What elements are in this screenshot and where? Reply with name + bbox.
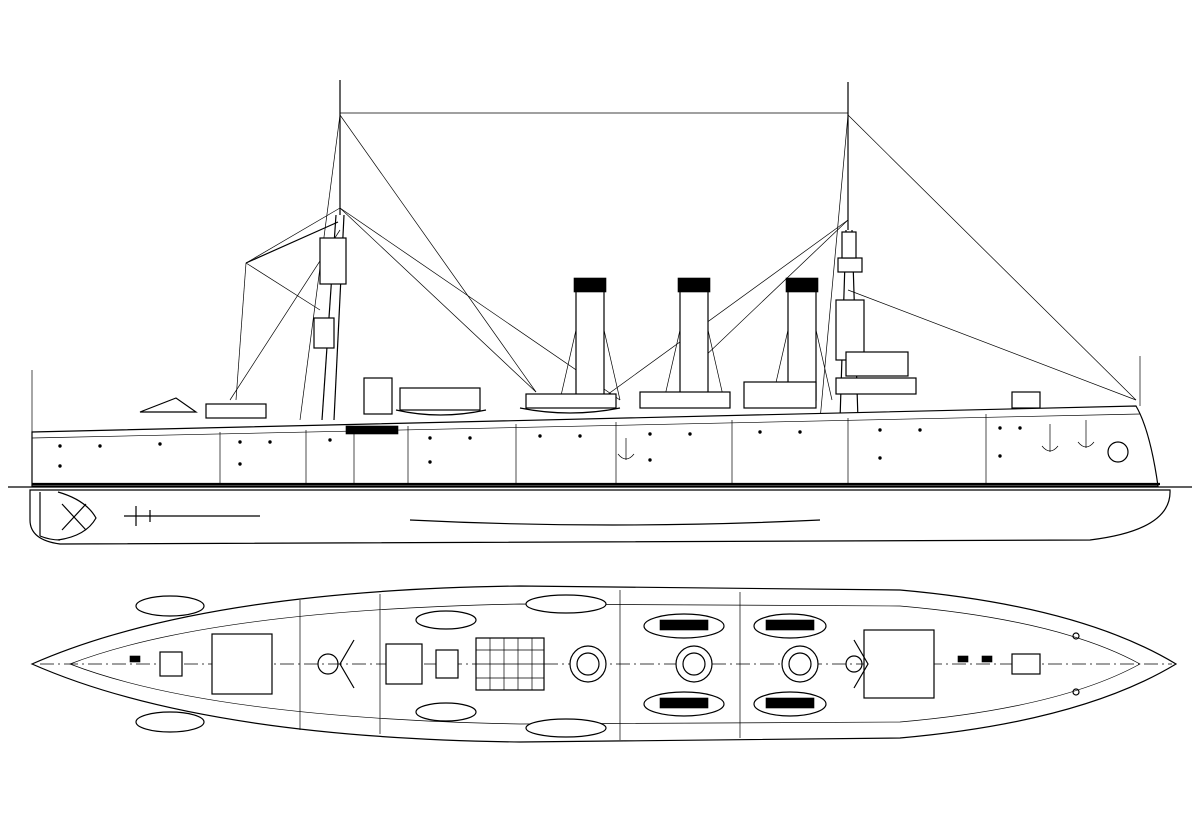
deck-boats	[135, 594, 827, 738]
underwater-hull	[29, 489, 1171, 545]
deck-structures	[129, 590, 1080, 740]
funnel-1	[559, 277, 621, 401]
plan-view	[30, 585, 1178, 743]
hull-side	[31, 356, 1160, 487]
foremast	[835, 82, 917, 421]
deck-fittings	[139, 377, 1041, 419]
mainmast	[245, 80, 347, 421]
portholes	[58, 426, 1022, 468]
funnels	[559, 277, 833, 401]
funnel-2	[663, 277, 725, 401]
funnels-plan	[569, 645, 819, 683]
side-elevation	[8, 80, 1192, 545]
